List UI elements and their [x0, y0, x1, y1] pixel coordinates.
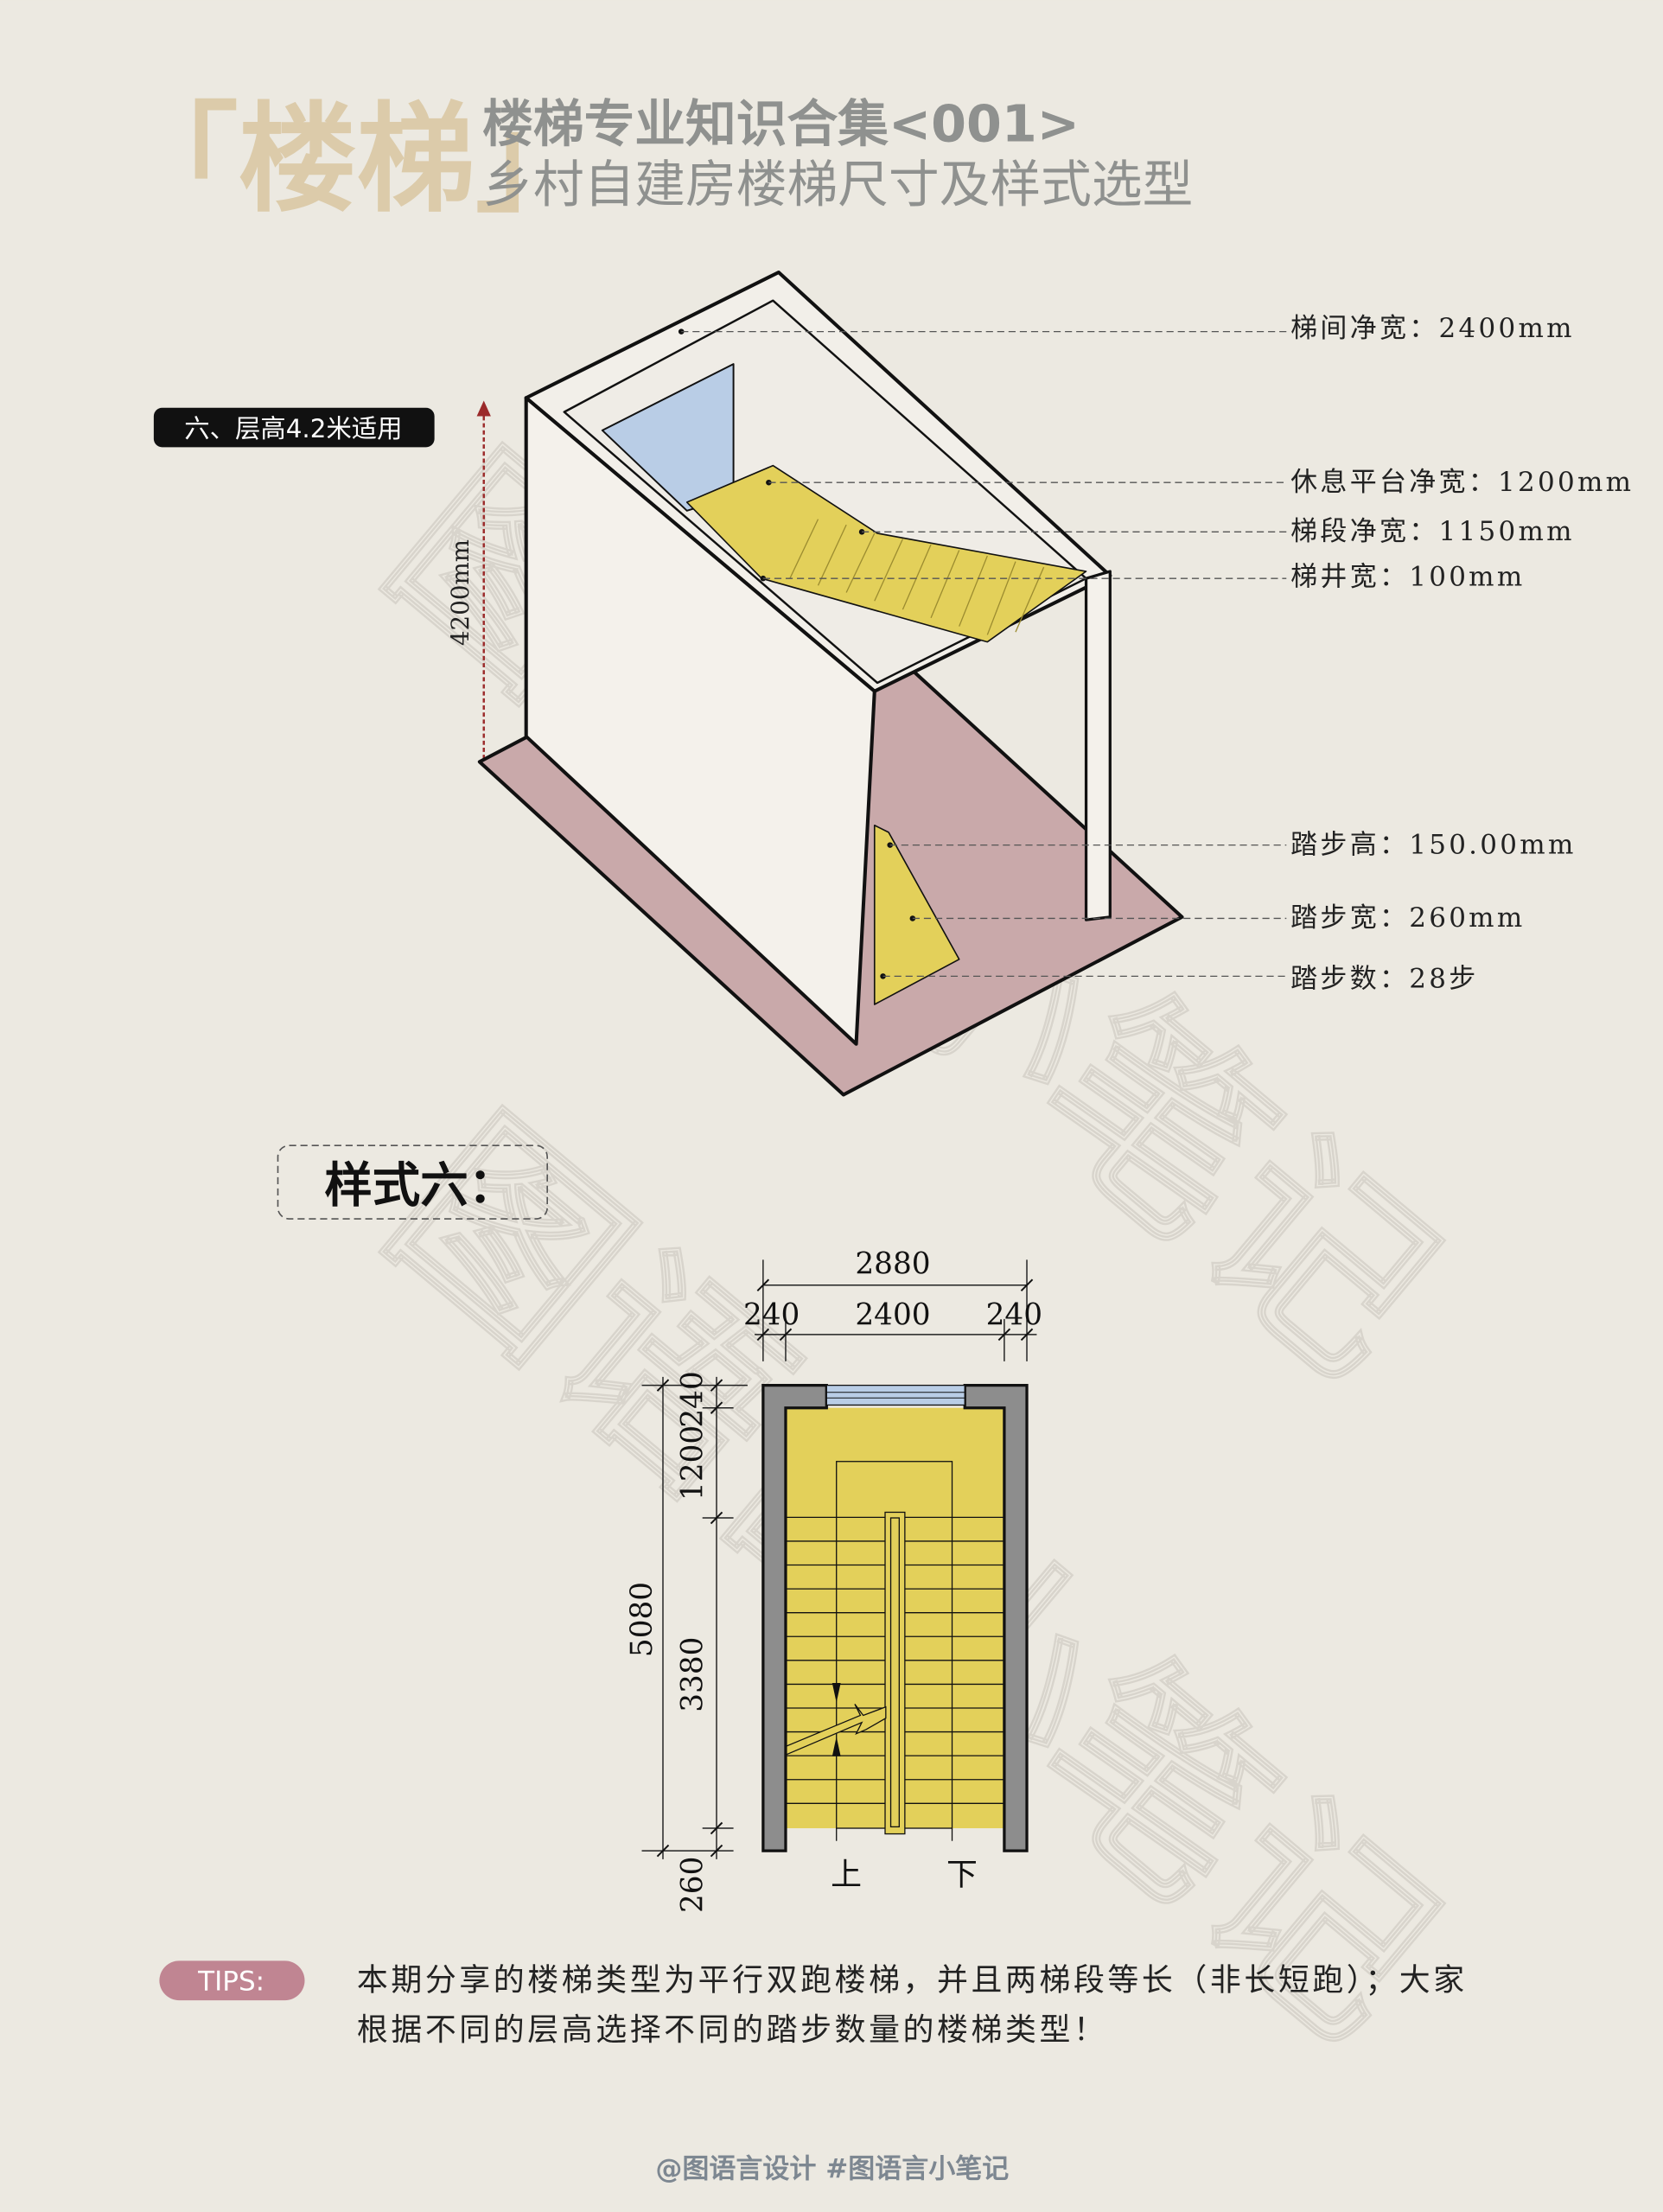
svg-text:260: 260: [676, 1857, 710, 1913]
tips-line-1: 本期分享的楼梯类型为平行双跑楼梯，并且两梯段等长（非长短跑）；大家: [357, 1963, 1468, 1998]
plan-horizontal-dimensions: 2880 240 2400 240: [743, 1247, 1042, 1361]
header-subtitle: 乡村自建房楼梯尺寸及样式选型: [482, 154, 1193, 214]
annotation-tread-width: 踏步宽：260mm: [909, 902, 1525, 934]
stair-plan: 上 下 2880 240 2400 240: [625, 1247, 1042, 1913]
height-dimension: 4200mm: [446, 400, 491, 760]
front-wall: [524, 396, 876, 1046]
annotation-stairwell-width: 梯间净宽：2400mm: [678, 313, 1575, 344]
svg-text:休息平台净宽：1200mm: 休息平台净宽：1200mm: [1290, 467, 1634, 498]
section-tag: 六、层高4.2米适用: [153, 407, 435, 448]
plan-right-wall: [963, 1383, 1029, 1852]
annotations: 梯间净宽：2400mm 休息平台净宽：1200mm 梯段净宽：1150mm 梯井…: [678, 313, 1634, 994]
svg-text:梯间净宽：2400mm: 梯间净宽：2400mm: [1290, 313, 1575, 344]
header-title: 楼梯专业知识合集<001>: [482, 93, 1080, 153]
annotation-landing-width: 休息平台净宽：1200mm: [766, 467, 1634, 498]
style-label: 样式六：: [324, 1158, 516, 1214]
annotation-flight-width: 梯段净宽：1150mm: [858, 516, 1575, 547]
svg-text:5080: 5080: [625, 1582, 659, 1657]
svg-text:踏步数：28步: 踏步数：28步: [1290, 963, 1478, 994]
down-label: 下: [946, 1857, 978, 1892]
plan-window: [825, 1384, 965, 1406]
isometric-stair-drawing: [477, 271, 1184, 1097]
svg-text:2880: 2880: [855, 1247, 930, 1282]
svg-text:3380: 3380: [676, 1637, 710, 1712]
header-badge: 「楼梯」: [120, 92, 594, 229]
style-label-box: 样式六：: [277, 1144, 548, 1220]
height-label: 4200mm: [446, 539, 475, 646]
plan-vertical-dimensions: 5080 240 1200 3380 260: [625, 1371, 748, 1913]
tips-badge-label: TIPS:: [197, 1967, 264, 1998]
section-tag-label: 六、层高4.2米适用: [184, 414, 402, 443]
svg-text:2400: 2400: [855, 1297, 930, 1332]
arrow-up-icon: [832, 1736, 841, 1756]
up-label: 上: [831, 1857, 862, 1892]
svg-text:梯段净宽：1150mm: 梯段净宽：1150mm: [1290, 516, 1575, 547]
plan-break-line: [785, 1704, 887, 1756]
svg-text:踏步宽：260mm: 踏步宽：260mm: [1290, 902, 1525, 934]
tips-badge: [159, 1960, 305, 2001]
tips-line-2: 根据不同的层高选择不同的踏步数量的楼梯类型！: [357, 2012, 1108, 2048]
svg-text:梯井宽：100mm: 梯井宽：100mm: [1290, 561, 1525, 592]
arrow-up-icon: [476, 400, 491, 417]
footer-credits: @图语言设计 #图语言小笔记: [655, 2154, 1009, 2185]
annotation-riser-height: 踏步高：150.00mm: [887, 829, 1576, 860]
lower-flight: [873, 824, 960, 1005]
right-pillar: [1084, 570, 1112, 921]
arrow-down-icon: [832, 1682, 841, 1703]
svg-text:240: 240: [743, 1297, 800, 1332]
annotation-well-width: 梯井宽：100mm: [760, 561, 1525, 592]
svg-text:踏步高：150.00mm: 踏步高：150.00mm: [1290, 829, 1576, 860]
svg-text:1200: 1200: [676, 1425, 710, 1501]
tips-section: TIPS: 本期分享的楼梯类型为平行双跑楼梯，并且两梯段等长（非长短跑）；大家 …: [159, 1960, 1468, 2048]
svg-text:240: 240: [676, 1371, 710, 1427]
annotation-step-count: 踏步数：28步: [880, 963, 1478, 994]
svg-text:240: 240: [986, 1297, 1042, 1332]
